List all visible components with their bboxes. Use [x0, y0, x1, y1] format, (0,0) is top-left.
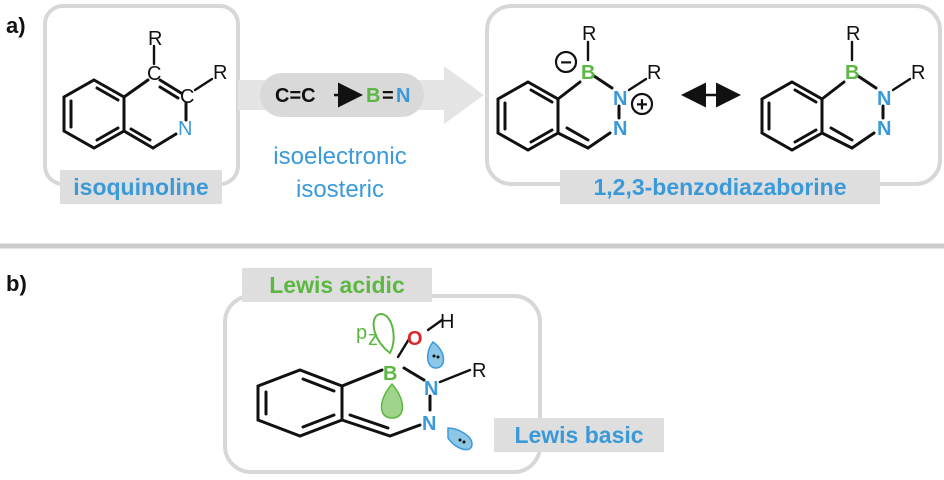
panel-b-label: b): [6, 271, 27, 296]
isoquinoline-c3: C: [180, 86, 194, 108]
panel-b-o: O: [407, 328, 423, 350]
res2-r2: R: [911, 62, 925, 84]
note-isosteric: isosteric: [296, 176, 384, 203]
isoquinoline-c4: C: [147, 63, 161, 85]
res2-n1: N: [877, 88, 891, 110]
isoquinoline-panel: R R C C N isoquinoline: [43, 4, 240, 204]
resonance-structure-1: [496, 40, 654, 152]
pz-subscript: z: [368, 328, 378, 350]
oxygen-lone-pair-icon: [427, 340, 445, 369]
panel-b-r: R: [472, 360, 486, 382]
res1-r1: R: [582, 23, 596, 45]
plus-charge-icon: [630, 92, 654, 116]
isoquinoline-r2: R: [213, 62, 227, 84]
isoquinoline-box: [43, 4, 240, 186]
res1-n1: N: [613, 88, 627, 110]
panel-b-h: H: [440, 311, 454, 333]
pz-orbital-lower-icon: [380, 382, 404, 419]
arrow-from-text: C=C: [275, 85, 316, 107]
res1-b: B: [581, 62, 595, 84]
isostere-arrow: C=C B = N: [238, 66, 484, 124]
panel-a-label: a): [6, 13, 26, 38]
panel-b: Lewis acidic Lewis basic p z: [223, 268, 664, 474]
benzodiazaborine-panel: R R B N N − + R R B N N 1,2,3-benzo: [485, 4, 942, 204]
res2-n2: N: [877, 118, 891, 140]
resonance-structure-2: [760, 40, 912, 152]
lewis-acidic-tag: [242, 268, 432, 302]
pz-orbital-upper-icon: [372, 312, 395, 355]
isoquinoline-structure: [62, 44, 214, 150]
res2-r1: R: [846, 23, 860, 45]
res1-n2: N: [613, 118, 627, 140]
arrow-to-sep: =: [382, 85, 394, 107]
benzodiazaborine-tag: [560, 170, 880, 204]
isoquinoline-name: isoquinoline: [73, 174, 208, 200]
pz-label: p: [356, 322, 367, 344]
res1-plus: +: [636, 94, 648, 116]
res1-minus: −: [560, 52, 572, 74]
isoquinoline-r1: R: [148, 28, 162, 50]
panel-b-b: B: [383, 363, 397, 385]
isoquinoline-n: N: [178, 118, 192, 140]
panel-b-n2: N: [422, 413, 436, 435]
arrow-to-b: B: [366, 85, 380, 107]
benzodiazaborine-name: 1,2,3-benzodiazaborine: [593, 174, 846, 200]
panel-b-structure: [256, 318, 472, 438]
lewis-acidic-label: Lewis acidic: [269, 272, 405, 298]
panel-b-n1: N: [424, 378, 438, 400]
minus-charge-icon: [554, 50, 578, 74]
arrow-to-n: N: [396, 85, 410, 107]
res1-r2: R: [647, 62, 661, 84]
note-isoelectronic: isoelectronic: [273, 143, 406, 170]
res2-b: B: [845, 62, 859, 84]
lewis-basic-label: Lewis basic: [514, 422, 643, 448]
isoquinoline-tag: [60, 170, 222, 204]
lewis-basic-tag: [494, 418, 664, 452]
